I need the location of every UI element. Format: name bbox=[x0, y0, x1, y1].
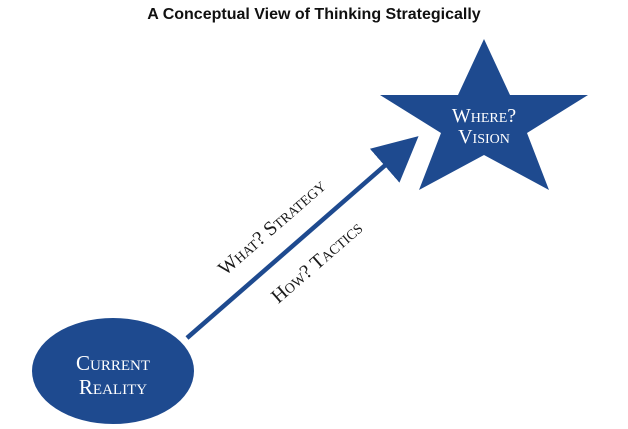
vision-star bbox=[380, 39, 588, 190]
current-reality-label-line2: Reality bbox=[79, 375, 147, 399]
strategy-arrow bbox=[185, 136, 419, 340]
vision-label-line1: Where? bbox=[452, 105, 516, 127]
vision-label-line2: Vision bbox=[458, 126, 510, 148]
diagram-title: A Conceptual View of Thinking Strategica… bbox=[147, 6, 481, 23]
current-reality-ellipse bbox=[32, 318, 194, 424]
current-reality-label-line1: Current bbox=[76, 351, 150, 375]
